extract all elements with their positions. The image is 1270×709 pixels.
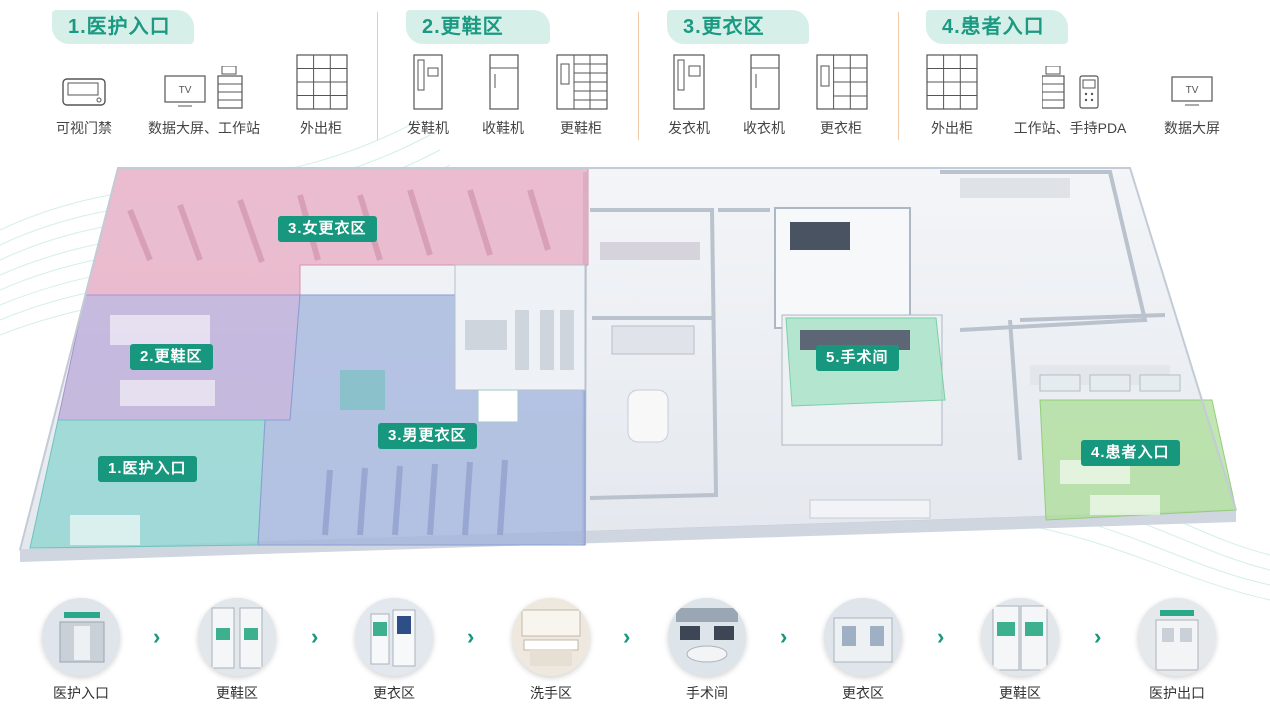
chevron-right-icon: › [937,624,945,649]
equipment-label: 可视门禁 [56,120,112,136]
section-divider [638,12,639,140]
flow-step-label: 洗手区 [530,685,572,701]
floor-edge [20,510,1236,562]
flow-step-image [824,598,902,676]
zone-staff-entrance [29,419,266,549]
flow-step-image [198,598,276,676]
svg-text:TV: TV [179,85,192,96]
flow-step-label: 更衣区 [373,685,415,701]
chevron-right-icon: › [623,624,631,649]
chevron-right-icon: › [1094,624,1102,649]
flow-step-image [981,598,1059,676]
equipment-label: 数据大屏、工作站 [148,120,260,136]
flow-step-image [668,598,746,676]
equipment-label: 外出柜 [300,120,342,136]
tv-icon: TV [1171,76,1213,108]
clothes-dispenser-icon [673,54,705,110]
equipment-label: 收衣机 [743,120,785,136]
section-title-patient-entrance: 4.患者入口 [926,10,1068,44]
zone-label-men-changing: 3.男更衣区 [378,423,477,449]
workstation-pda-icon [1042,66,1102,110]
flow-step-label: 手术间 [686,685,728,701]
chevron-right-icon: › [467,624,475,649]
section-divider [898,12,899,140]
svg-text:TV: TV [1186,85,1199,96]
section-title-shoe-change: 2.更鞋区 [406,10,550,44]
flow-step-label: 更衣区 [842,685,884,701]
tv-workstation-icon: TV [164,66,248,110]
shoe-cabinet-icon [556,54,608,110]
section-divider [377,12,378,140]
equipment-label: 更鞋柜 [560,120,602,136]
visual-access-control-icon [62,78,106,106]
section-title-changing: 3.更衣区 [667,10,809,44]
floor-plan-illustration: 3.女更衣区 2.更鞋区 1.医护入口 3.男更衣区 5.手术间 4.患者入口 [0,150,1270,580]
equipment-label: 发鞋机 [407,120,449,136]
zone-label-patient-entrance: 4.患者入口 [1081,440,1180,466]
flow-step-image [355,598,433,676]
flow-step-image [42,598,120,676]
zone-label-shoe-change: 2.更鞋区 [130,344,213,370]
section-title-staff-entrance: 1.医护入口 [52,10,194,44]
equipment-label: 工作站、手持PDA [1013,120,1127,136]
chevron-right-icon: › [153,624,161,649]
flow-step-label: 医护出口 [1149,685,1205,701]
equipment-label: 外出柜 [931,120,973,136]
chevron-right-icon: › [311,624,319,649]
equipment-label: 更衣柜 [820,120,862,136]
clothes-collector-icon [750,54,780,110]
clothes-cabinet-icon [816,54,868,110]
locker-icon [926,54,978,110]
flow-step-label: 更鞋区 [216,685,258,701]
equipment-label: 收鞋机 [482,120,524,136]
flow-step-image [512,598,590,676]
equipment-label: 数据大屏 [1164,120,1220,136]
flow-step-image [1138,598,1216,676]
locker-icon [296,54,348,110]
flow-step-label: 医护入口 [53,685,109,701]
shoe-dispenser-icon [413,54,443,110]
zone-label-operating-room: 5.手术间 [816,345,899,371]
zone-label-women-changing: 3.女更衣区 [278,216,377,242]
equipment-label: 发衣机 [668,120,710,136]
flow-step-label: 更鞋区 [999,685,1041,701]
zone-label-staff-entrance: 1.医护入口 [98,456,197,482]
chevron-right-icon: › [780,624,788,649]
shoe-collector-icon [489,54,519,110]
